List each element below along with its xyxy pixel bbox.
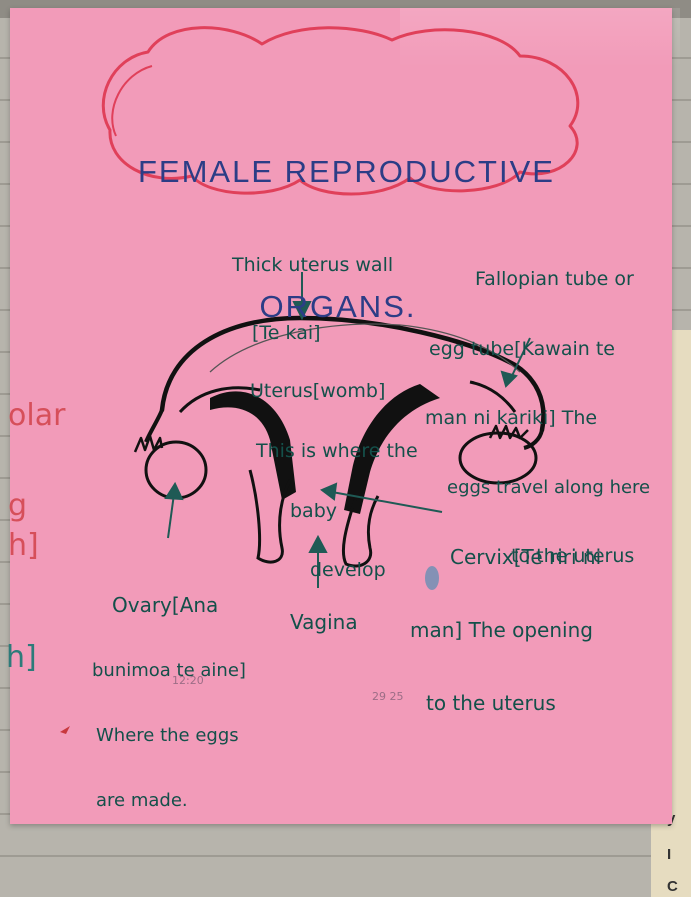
label-cervix-line-3: to the uterus	[410, 691, 601, 715]
label-cervix-line-1: Cervix[Te riri ni	[410, 545, 601, 569]
label-ovary-line-1: Ovary[Ana	[92, 593, 246, 617]
arrow-ovary	[168, 494, 174, 538]
label-ovary: Ovary[Ana bunimoa te aine] Where the egg…	[92, 550, 246, 833]
label-fallopian-line-2: egg tube[Kawain te	[425, 338, 650, 361]
side-fragment-blue-1: h]	[6, 640, 37, 676]
title-line-1: FEMALE REPRODUCTIVE	[138, 150, 538, 195]
label-uterus-line-1: Uterus[womb]	[250, 382, 418, 402]
side-fragment-red-3: h]	[8, 528, 39, 564]
label-uterus-wall-line-1: Thick uterus wall	[232, 254, 393, 277]
side-fragment-red-2: g	[8, 488, 27, 524]
label-uterus-line-2: This is where the	[250, 442, 418, 462]
label-cervix-line-2: man] The opening	[410, 618, 601, 642]
label-uterus-line-4: develop	[250, 561, 418, 581]
label-uterus-line-3: baby	[250, 502, 418, 522]
side-fragment-red-1: olar	[8, 398, 65, 434]
red-mark	[60, 726, 70, 734]
left-tube-fimbriae	[135, 436, 162, 452]
label-fallopian-line-1: Fallopian tube or	[425, 268, 650, 291]
label-cervix: Cervix[Te riri ni man] The opening to th…	[410, 496, 601, 740]
label-vagina: Vagina	[290, 610, 358, 634]
label-uterus: Uterus[womb] This is where the baby deve…	[250, 342, 418, 601]
pencil-mark-2: 29 25	[372, 690, 404, 703]
label-ovary-line-3: Where the eggs	[92, 725, 246, 747]
pencil-mark-1: 12:20	[172, 674, 204, 687]
label-ovary-line-4: are made.	[92, 790, 246, 812]
label-ovary-line-2: bunimoa te aine]	[92, 660, 246, 682]
arrow-ovary-head	[166, 484, 182, 499]
label-fallopian-line-3: man ni kariki] The	[425, 407, 650, 430]
